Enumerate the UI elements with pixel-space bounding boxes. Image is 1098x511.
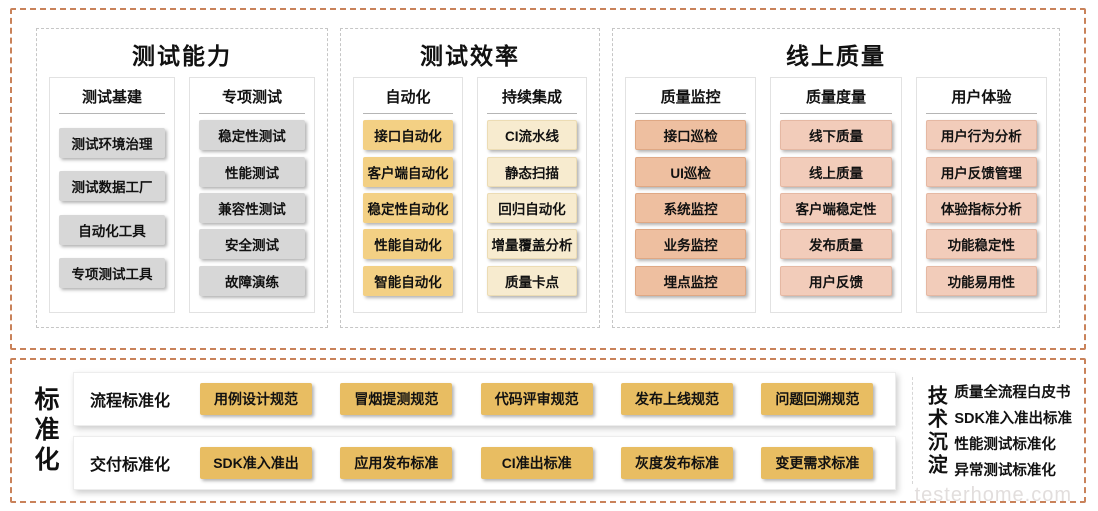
tech-deposit-item: SDK准入准出标准 bbox=[954, 411, 1072, 427]
diagram-box: 测试数据工厂 bbox=[59, 171, 165, 202]
diagram-box: SDK准入准出 bbox=[200, 446, 312, 479]
diagram-box: 体验指标分析 bbox=[925, 192, 1037, 223]
diagram-box: 应用发布标准 bbox=[340, 446, 453, 479]
column-continuous-integration: 持续集成 CI流水线 静态扫描 回归自动化 增量覆盖分析 质量卡点 bbox=[477, 77, 587, 313]
column-header: 质量监控 bbox=[635, 86, 747, 114]
row-label: 流程标准化 bbox=[90, 392, 171, 410]
column-items: 接口巡检 UI巡检 系统监控 业务监控 埋点监控 bbox=[635, 114, 747, 302]
standardization-rows: 流程标准化 用例设计规范 冒烟提测规范 代码评审规范 发布上线规范 问题回溯规范… bbox=[73, 370, 897, 491]
diagram-box: 用例设计规范 bbox=[200, 382, 312, 415]
diagram-box: 灰度发布标准 bbox=[621, 446, 734, 479]
column-header: 自动化 bbox=[363, 86, 453, 114]
panel-title: 测试效率 bbox=[420, 43, 520, 69]
panel-columns: 质量监控 接口巡检 UI巡检 系统监控 业务监控 埋点监控 质量度量 线下质量 … bbox=[625, 77, 1047, 313]
diagram-box: 冒烟提测规范 bbox=[340, 382, 453, 415]
column-test-infrastructure: 测试基建 测试环境治理 测试数据工厂 自动化工具 专项测试工具 bbox=[49, 77, 175, 313]
diagram-box: 接口自动化 bbox=[363, 120, 453, 151]
column-quality-metrics: 质量度量 线下质量 线上质量 客户端稳定性 发布质量 用户反馈 bbox=[770, 77, 902, 313]
column-items: 测试环境治理 测试数据工厂 自动化工具 专项测试工具 bbox=[59, 114, 165, 302]
diagram-box: 功能易用性 bbox=[925, 265, 1037, 296]
tech-deposit-list: 质量全流程白皮书 SDK准入准出标准 性能测试标准化 异常测试标准化 bbox=[954, 381, 1072, 480]
tech-deposit-item: 性能测试标准化 bbox=[954, 437, 1056, 453]
diagram-box: 发布质量 bbox=[780, 229, 892, 260]
diagram-box: 稳定性自动化 bbox=[363, 192, 453, 223]
diagram-box: 埋点监控 bbox=[635, 265, 747, 296]
diagram-box: CI流水线 bbox=[487, 120, 577, 151]
diagram-box: 性能测试 bbox=[199, 156, 305, 187]
column-quality-monitoring: 质量监控 接口巡检 UI巡检 系统监控 业务监控 埋点监控 bbox=[625, 77, 757, 313]
panel-title: 测试能力 bbox=[132, 43, 232, 69]
diagram-box: 回归自动化 bbox=[487, 192, 577, 223]
column-items: 用户行为分析 用户反馈管理 体验指标分析 功能稳定性 功能易用性 bbox=[925, 114, 1037, 302]
diagram-box: 系统监控 bbox=[635, 192, 747, 223]
column-header: 测试基建 bbox=[59, 86, 165, 114]
diagram-box: 稳定性测试 bbox=[199, 120, 305, 151]
column-header: 质量度量 bbox=[780, 86, 892, 114]
column-header: 用户体验 bbox=[925, 86, 1037, 114]
tech-deposit-side-label: 技术沉淀 bbox=[924, 384, 947, 477]
diagram-box: 增量覆盖分析 bbox=[487, 229, 577, 260]
panel-columns: 测试基建 测试环境治理 测试数据工厂 自动化工具 专项测试工具 专项测试 稳定性… bbox=[49, 77, 315, 313]
row-label: 交付标准化 bbox=[90, 456, 171, 474]
diagram-box: 线上质量 bbox=[780, 156, 892, 187]
diagram-box: 业务监控 bbox=[635, 229, 747, 260]
standardization-section: 标准化 流程标准化 用例设计规范 冒烟提测规范 代码评审规范 发布上线规范 问题… bbox=[10, 358, 1086, 503]
process-standardization-row: 流程标准化 用例设计规范 冒烟提测规范 代码评审规范 发布上线规范 问题回溯规范 bbox=[73, 371, 897, 426]
diagram-box: 测试环境治理 bbox=[59, 127, 165, 158]
diagram-box: 故障演练 bbox=[199, 265, 305, 296]
column-automation: 自动化 接口自动化 客户端自动化 稳定性自动化 性能自动化 智能自动化 bbox=[353, 77, 463, 313]
diagram-box: 兼容性测试 bbox=[199, 192, 305, 223]
tech-deposit-block: 技术沉淀 质量全流程白皮书 SDK准入准出标准 性能测试标准化 异常测试标准化 bbox=[912, 377, 1072, 484]
row-items: SDK准入准出 应用发布标准 CI准出标准 灰度发布标准 变更需求标准 bbox=[200, 446, 874, 479]
row-items: 用例设计规范 冒烟提测规范 代码评审规范 发布上线规范 问题回溯规范 bbox=[200, 382, 874, 415]
column-user-experience: 用户体验 用户行为分析 用户反馈管理 体验指标分析 功能稳定性 功能易用性 bbox=[915, 77, 1047, 313]
diagram-box: 代码评审规范 bbox=[480, 382, 593, 415]
panel-test-capability: 测试能力 测试基建 测试环境治理 测试数据工厂 自动化工具 专项测试工具 专项测… bbox=[36, 28, 328, 328]
diagram-box: 问题回溯规范 bbox=[761, 382, 874, 415]
column-header: 持续集成 bbox=[487, 86, 577, 114]
diagram-box: 安全测试 bbox=[199, 229, 305, 260]
diagram-box: 用户反馈 bbox=[780, 265, 892, 296]
tech-deposit-item: 异常测试标准化 bbox=[954, 463, 1056, 479]
top-section: 测试能力 测试基建 测试环境治理 测试数据工厂 自动化工具 专项测试工具 专项测… bbox=[10, 8, 1086, 350]
column-header: 专项测试 bbox=[199, 86, 305, 114]
diagram-box: 变更需求标准 bbox=[761, 446, 874, 479]
diagram-box: 用户行为分析 bbox=[925, 120, 1037, 151]
diagram-box: 智能自动化 bbox=[363, 265, 453, 296]
diagram-box: 功能稳定性 bbox=[925, 229, 1037, 260]
diagram-box: 客户端稳定性 bbox=[780, 192, 892, 223]
diagram-box: 线下质量 bbox=[780, 120, 892, 151]
diagram-box: 发布上线规范 bbox=[621, 382, 734, 415]
watermark: testerhome.com bbox=[914, 484, 1072, 506]
panel-test-efficiency: 测试效率 自动化 接口自动化 客户端自动化 稳定性自动化 性能自动化 智能自动化… bbox=[340, 28, 600, 328]
diagram-box: 用户反馈管理 bbox=[925, 156, 1037, 187]
tech-deposit-item: 质量全流程白皮书 bbox=[954, 385, 1071, 401]
diagram-box: 客户端自动化 bbox=[363, 156, 453, 187]
diagram-box: CI准出标准 bbox=[480, 446, 593, 479]
panel-columns: 自动化 接口自动化 客户端自动化 稳定性自动化 性能自动化 智能自动化 持续集成… bbox=[353, 77, 587, 313]
diagram-box: 接口巡检 bbox=[635, 120, 747, 151]
panel-title: 线上质量 bbox=[786, 43, 886, 69]
panel-online-quality: 线上质量 质量监控 接口巡检 UI巡检 系统监控 业务监控 埋点监控 质量度量 … bbox=[612, 28, 1060, 328]
diagram-box: 静态扫描 bbox=[487, 156, 577, 187]
column-items: 稳定性测试 性能测试 兼容性测试 安全测试 故障演练 bbox=[199, 114, 305, 302]
standardization-side-label: 标准化 bbox=[31, 385, 59, 476]
column-items: 接口自动化 客户端自动化 稳定性自动化 性能自动化 智能自动化 bbox=[363, 114, 453, 302]
diagram-box: UI巡检 bbox=[635, 156, 747, 187]
column-items: 线下质量 线上质量 客户端稳定性 发布质量 用户反馈 bbox=[780, 114, 892, 302]
diagram-box: 质量卡点 bbox=[487, 265, 577, 296]
column-special-testing: 专项测试 稳定性测试 性能测试 兼容性测试 安全测试 故障演练 bbox=[189, 77, 315, 313]
diagram-box: 专项测试工具 bbox=[59, 258, 165, 289]
diagram-box: 性能自动化 bbox=[363, 229, 453, 260]
column-items: CI流水线 静态扫描 回归自动化 增量覆盖分析 质量卡点 bbox=[487, 114, 577, 302]
delivery-standardization-row: 交付标准化 SDK准入准出 应用发布标准 CI准出标准 灰度发布标准 变更需求标… bbox=[73, 435, 897, 490]
diagram-box: 自动化工具 bbox=[59, 214, 165, 245]
